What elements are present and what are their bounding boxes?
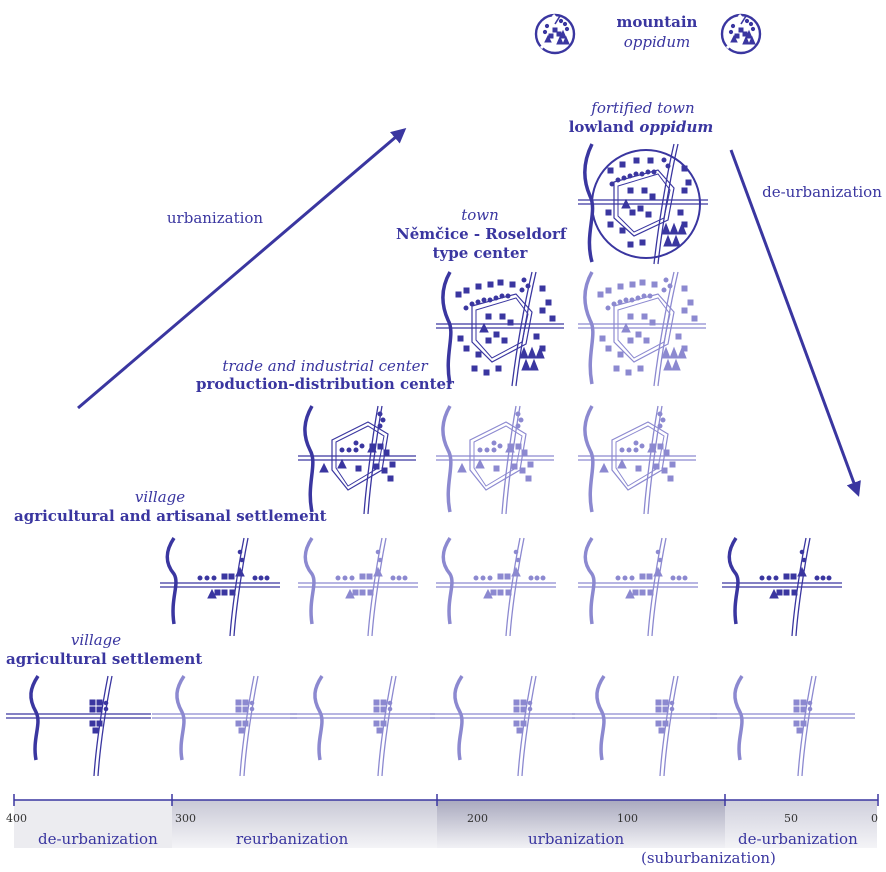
phase-band-urbanization bbox=[437, 800, 725, 848]
phase-band-deurbanization-right bbox=[725, 800, 877, 848]
label-agri-settlement: agricultural settlement bbox=[6, 650, 203, 668]
artisanal-settlement-icon-right bbox=[720, 536, 844, 638]
label-nemcice-line1: Němčice - Roseldorf bbox=[396, 225, 567, 243]
nemcice-center-icon-faded bbox=[576, 270, 708, 388]
label-deurbanization-arrow: de-urbanization bbox=[762, 183, 882, 201]
tick-200: 200 bbox=[467, 812, 488, 825]
urbanization-arrow bbox=[77, 128, 407, 410]
production-center-icon-faded-1 bbox=[434, 404, 556, 516]
tick-400: 400 bbox=[6, 812, 27, 825]
label-lowland-oppidum: lowland oppidum bbox=[566, 117, 716, 137]
phase-label-urbanization: urbanization bbox=[528, 830, 625, 848]
agricultural-settlement-icon bbox=[4, 674, 153, 778]
tick-0: 0 bbox=[871, 812, 878, 825]
artisanal-settlement-icon-faded-1 bbox=[296, 536, 420, 638]
nemcice-center-icon bbox=[434, 270, 566, 388]
label-agri-artisanal: agricultural and artisanal settlement bbox=[14, 507, 327, 525]
label-village-1: village bbox=[134, 488, 186, 506]
label-town: town bbox=[461, 206, 499, 224]
artisanal-settlement-icon bbox=[158, 536, 282, 638]
production-center-icon bbox=[296, 404, 418, 516]
phase-label-reurbanization: reurbanization bbox=[236, 830, 349, 848]
phase-label-deurbanization-right: de-urbanization bbox=[738, 830, 858, 848]
deurbanization-arrow bbox=[729, 149, 861, 497]
agricultural-settlement-icon-faded-4 bbox=[570, 674, 719, 778]
tick-100: 100 bbox=[617, 812, 638, 825]
phase-label-suburbanization: (suburbanization) bbox=[641, 849, 776, 867]
mountain-oppidum-icon-right bbox=[720, 13, 762, 55]
production-center-icon-faded-2 bbox=[576, 404, 698, 516]
label-fortified-town: fortified town bbox=[591, 99, 695, 117]
label-mountain: mountain bbox=[616, 13, 698, 31]
label-lowland-italic: oppidum bbox=[639, 118, 714, 136]
label-urbanization-arrow: urbanization bbox=[166, 209, 264, 227]
tick-50: 50 bbox=[784, 812, 798, 825]
artisanal-settlement-icon-faded-2 bbox=[434, 536, 558, 638]
artisanal-settlement-icon-faded-3 bbox=[576, 536, 700, 638]
agricultural-settlement-icon-faded-5 bbox=[708, 674, 857, 778]
label-lowland-prefix: lowland bbox=[568, 118, 640, 136]
label-village-2: village bbox=[70, 631, 122, 649]
agricultural-settlement-icon-faded-3 bbox=[428, 674, 577, 778]
label-production-center: production-distribution center bbox=[196, 375, 454, 393]
phase-band-deurbanization-left bbox=[14, 800, 172, 848]
label-nemcice-line2: type center bbox=[432, 244, 528, 262]
label-trade-center: trade and industrial center bbox=[222, 357, 428, 375]
phase-band-reurbanization bbox=[172, 800, 437, 848]
tick-300: 300 bbox=[175, 812, 196, 825]
label-mountain-oppidum: oppidum bbox=[623, 33, 691, 51]
agricultural-settlement-icon-faded-1 bbox=[150, 674, 299, 778]
lowland-oppidum-icon bbox=[576, 142, 710, 266]
agricultural-settlement-icon-faded-2 bbox=[288, 674, 437, 778]
mountain-oppidum-icon-left bbox=[534, 13, 576, 55]
phase-label-deurbanization-left: de-urbanization bbox=[38, 830, 158, 848]
